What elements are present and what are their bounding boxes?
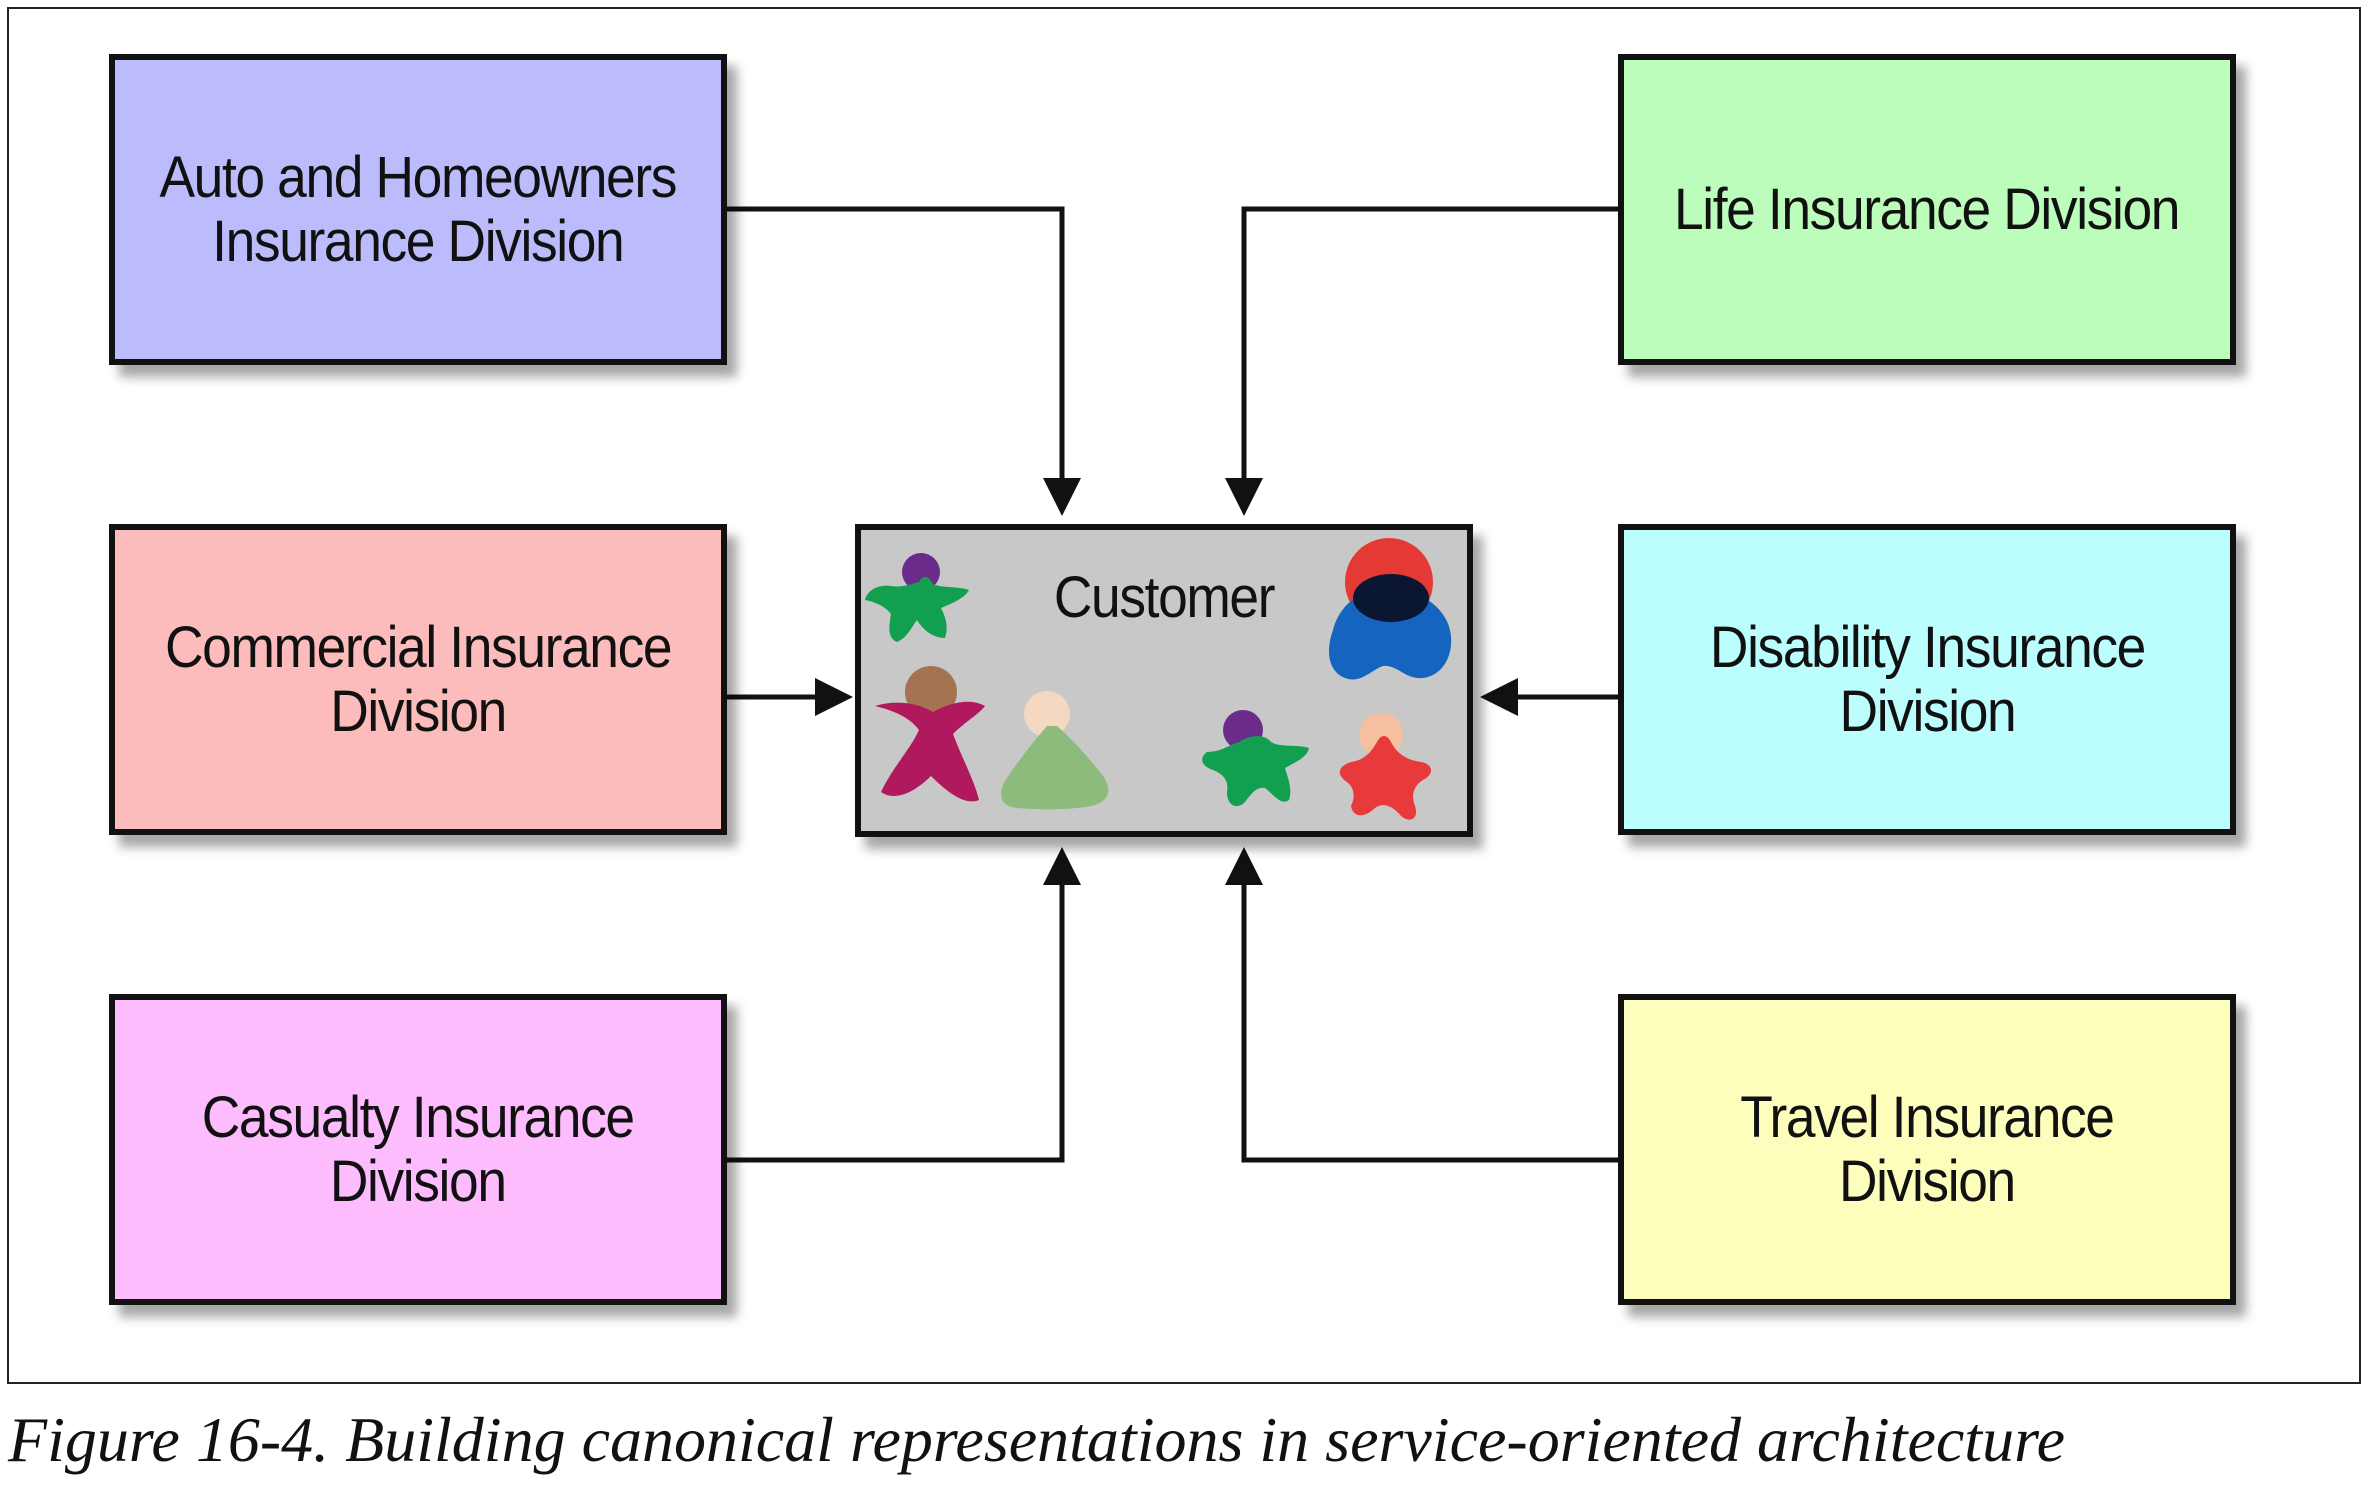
connector-casualty-to-customer (724, 885, 1065, 1163)
auto-homeowners-division-box: Auto and Homeowners Insurance Division (109, 54, 727, 365)
travel-division-box: Travel Insurance Division (1618, 994, 2236, 1305)
customer-box: Customer (855, 524, 1473, 837)
customer-label: Customer (1053, 565, 1276, 630)
green-star-figure-left (865, 553, 969, 642)
arrowhead-travel (1225, 847, 1263, 885)
casualty-division-box: Casualty Insurance Division (109, 994, 727, 1305)
green-triangle-figure (1001, 691, 1109, 810)
life-division-label: Life Insurance Division (1674, 176, 2180, 242)
red-star-figure (1339, 713, 1432, 820)
blue-blob-figure (1329, 538, 1452, 680)
arrowhead-disability (1480, 678, 1518, 716)
figure-caption: Figure 16-4. Building canonical represen… (8, 1404, 2065, 1475)
magenta-x-figure (875, 666, 985, 802)
casualty-division-label: Casualty Insurance Division (202, 1084, 635, 1214)
travel-division-label: Travel Insurance Division (1740, 1084, 2115, 1214)
connector-auto-to-customer (724, 206, 1065, 478)
disability-division-box: Disability Insurance Division (1618, 524, 2236, 835)
arrowhead-casualty (1043, 847, 1081, 885)
arrowhead-life (1225, 478, 1263, 516)
disability-division-label: Disability Insurance Division (1709, 614, 2145, 744)
auto-homeowners-division-label: Auto and Homeowners Insurance Division (159, 144, 678, 274)
green-star-figure-right (1202, 710, 1309, 807)
arrowhead-commercial (815, 678, 853, 716)
connector-travel-to-customer (1241, 885, 1622, 1163)
arrowhead-auto (1043, 478, 1081, 516)
customer-representations (865, 538, 1452, 820)
connector-life-to-customer (1241, 206, 1622, 478)
commercial-division-label: Commercial Insurance Division (164, 614, 673, 744)
life-division-box: Life Insurance Division (1618, 54, 2236, 365)
commercial-division-box: Commercial Insurance Division (109, 524, 727, 835)
